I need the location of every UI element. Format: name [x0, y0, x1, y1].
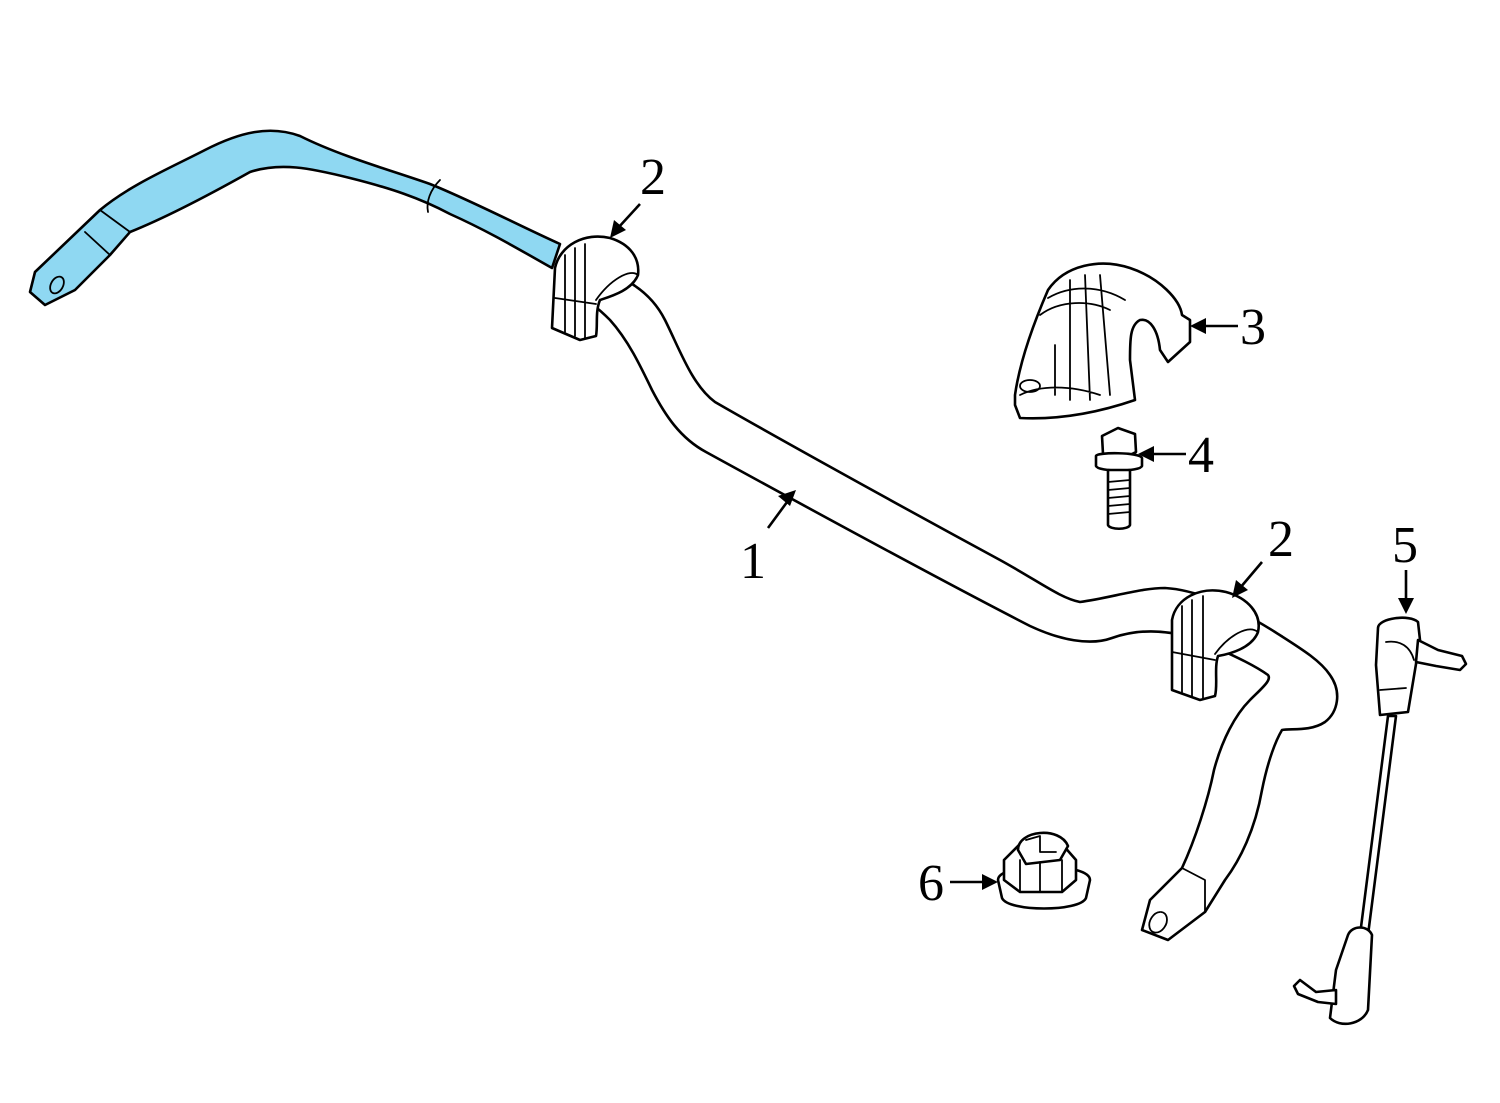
stabilizer-bar-center-section — [578, 266, 1339, 942]
callout-3-bracket: 3 — [1240, 299, 1266, 356]
bracket-hole — [1019, 379, 1041, 393]
right-arm-end-hole — [1148, 911, 1168, 934]
callout-6-nut: 6 — [918, 855, 944, 912]
callout-2-bushing-left: 2 — [640, 149, 666, 206]
stabilizer-link[interactable] — [1292, 616, 1468, 1026]
arm-bend-line — [426, 179, 441, 213]
flange-nut[interactable] — [996, 831, 1092, 910]
bushing-right[interactable] — [1170, 589, 1260, 702]
right-arm-crease — [1181, 867, 1206, 913]
callout-4-bolt: 4 — [1188, 427, 1214, 484]
arm-end-hole — [49, 275, 65, 295]
bushing-bracket[interactable] — [1013, 262, 1192, 420]
bolt[interactable] — [1094, 426, 1144, 531]
arm-end-crease — [84, 209, 131, 256]
callout-1-sway-bar: 1 — [740, 533, 766, 590]
callout-2-bushing-right: 2 — [1268, 511, 1294, 568]
stabilizer-bar[interactable] — [28, 129, 1339, 942]
stabilizer-bar-highlighted-arm — [28, 129, 562, 307]
bushing-left[interactable] — [550, 235, 640, 342]
callout-5-link: 5 — [1392, 517, 1418, 574]
callout-arrows — [610, 203, 1414, 890]
